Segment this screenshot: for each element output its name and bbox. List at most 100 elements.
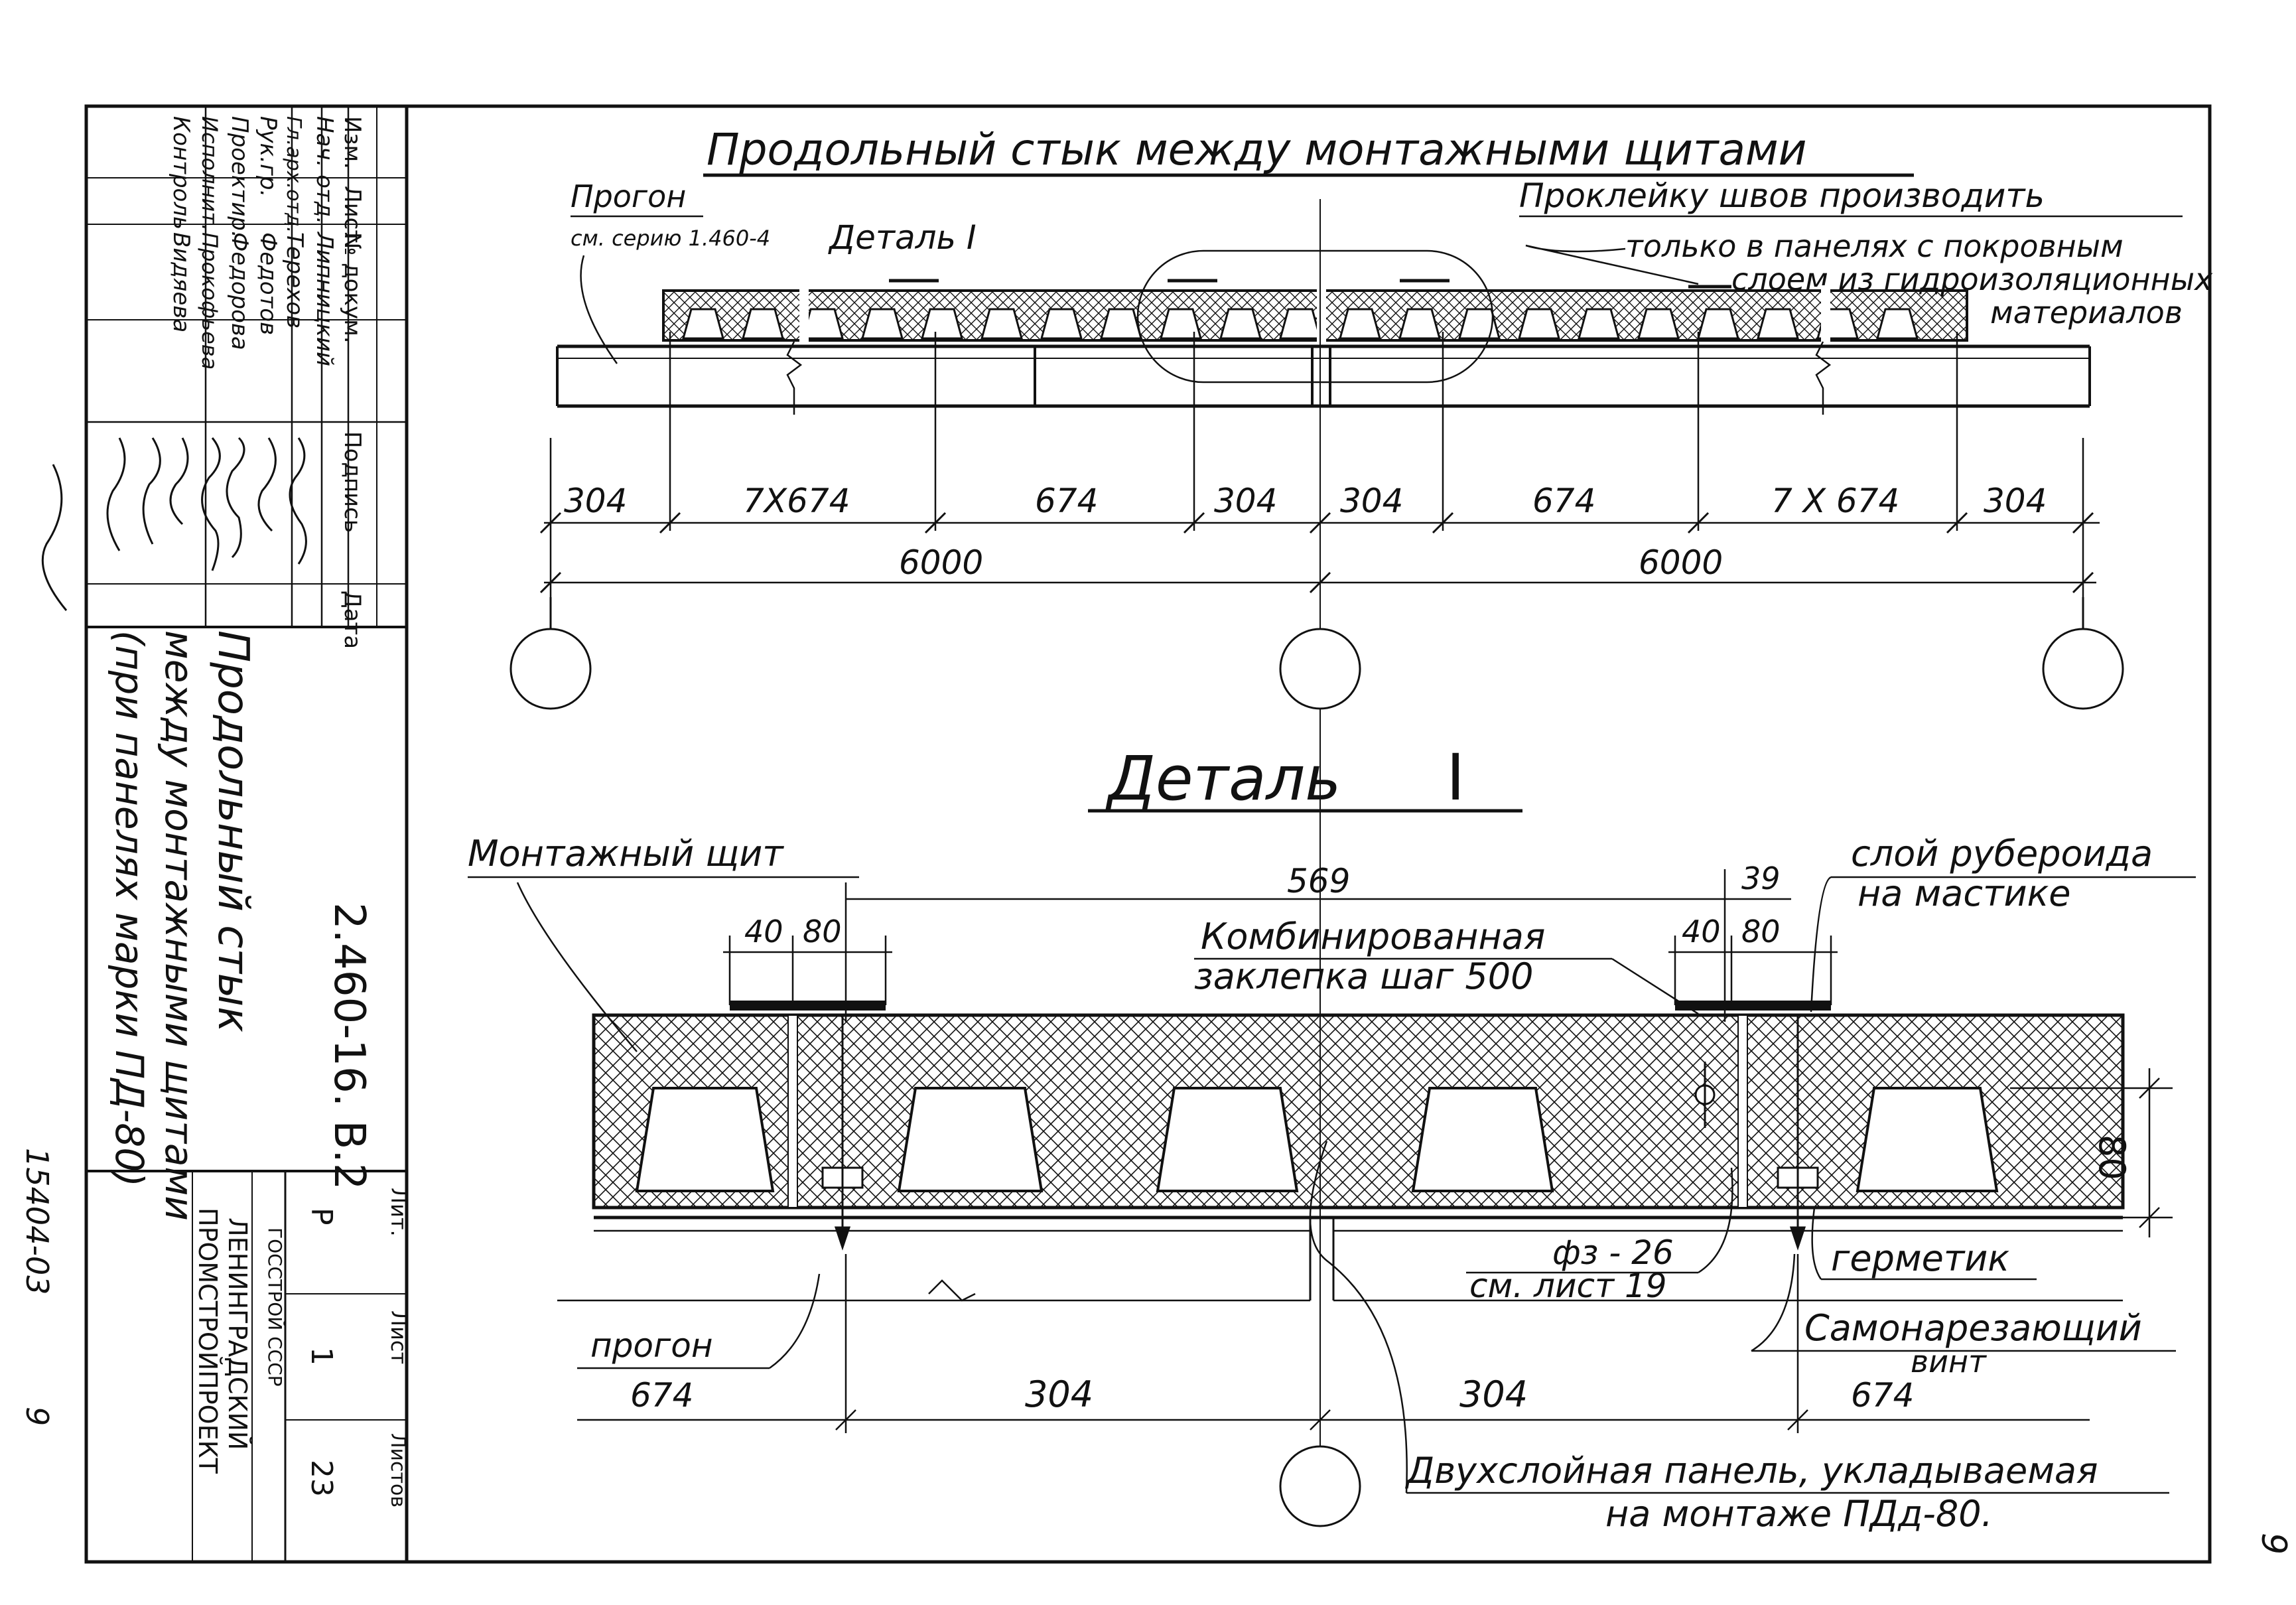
top-view: Продольный стык между монтажными щитами … [509, 124, 2213, 1486]
org-2: ЛЕНИНГРАДСКИЙ [223, 1218, 252, 1450]
top-purlin [556, 341, 2091, 415]
purlin-ref: см. серию 1.460-4 [571, 226, 770, 251]
dim-80-right: 80 [1741, 914, 1781, 949]
corrugation [1876, 308, 1919, 340]
corrugation [1040, 308, 1083, 340]
name-3: Федорова [226, 232, 253, 350]
dim-39: 39 [1741, 861, 1781, 896]
top-dim-2: 674 [1035, 482, 1098, 520]
dim-569: 569 [1287, 862, 1350, 900]
corrugation [1398, 308, 1441, 340]
sheet-title-2: между монтажными щитами [157, 630, 202, 1221]
top-title: Продольный стык между монтажными щитами [707, 124, 1807, 175]
rivet-2: заклепка шаг 500 [1194, 955, 1533, 997]
dim-80-left: 80 [803, 914, 842, 949]
role-4: Исполнит. [197, 116, 222, 231]
name-0: Липницкий [311, 231, 338, 366]
purlin-label: Прогон [571, 178, 686, 214]
rivet-1: Комбинированная [1201, 916, 1545, 957]
sheets-value: 23 [304, 1460, 338, 1497]
top-dim-3: 304 [1214, 482, 1277, 520]
role-0: Нач. отд. [311, 116, 338, 224]
role-1: Гл.арх.отд. [282, 116, 305, 233]
col-date: Дата [339, 591, 366, 649]
name-5: Видяева [168, 232, 194, 332]
role-2: Рук.гр. [255, 116, 281, 197]
dim-40-left: 40 [744, 914, 783, 949]
title-block: Изм. Лист № докум. Подпись Дата Нач. отд… [41, 116, 411, 1507]
purlin-label-detail: прогон [590, 1326, 713, 1365]
corrugation [1697, 308, 1739, 340]
sealant: герметик [1831, 1237, 2009, 1279]
org-1: ГОССТРОЙ СССР [264, 1227, 287, 1387]
fz-1: фз - 26 [1552, 1233, 1674, 1272]
sheet-value: 1 [304, 1347, 338, 1365]
bottom-dim-304-l: 304 [1025, 1373, 1093, 1415]
name-1: Терехов [281, 232, 308, 328]
page-number-small: 9 [19, 1407, 55, 1426]
grid-axis-markers [509, 597, 2124, 710]
top-dim-4: 304 [1340, 482, 1403, 520]
panel-void [635, 1087, 775, 1192]
axis-circle-center [1279, 628, 1361, 710]
corrugation [742, 308, 784, 340]
sheet-frame [84, 104, 2212, 1564]
lit-label: Лит. [386, 1188, 411, 1237]
top-dim-1: 7X674 [743, 482, 850, 520]
panel-voids [635, 1087, 1999, 1192]
corrugation [682, 308, 724, 340]
top-dimensions [539, 199, 2100, 1486]
corrugation [1757, 308, 1799, 340]
col-izm: Изм. [339, 116, 366, 169]
panel-void [897, 1087, 1044, 1192]
note-line2: только в панелях с покровным [1625, 228, 2124, 264]
corrugation [980, 308, 1023, 340]
org-3: ПРОМСТРОЙПРОЕКТ [193, 1208, 222, 1474]
corrugation [1637, 308, 1680, 340]
detail-numeral: I [1446, 740, 1465, 815]
top-dim-5: 674 [1532, 482, 1595, 520]
panel-void [1411, 1087, 1554, 1192]
corrugation [1339, 308, 1381, 340]
top-dim-6: 7 X 674 [1771, 482, 1899, 520]
screw-1: Самонарезающий [1804, 1307, 2142, 1349]
top-span-1: 6000 [1639, 543, 1723, 582]
corrugation [1279, 308, 1321, 340]
ruberoid-2: на мастике [1857, 872, 2070, 914]
top-span-0: 6000 [899, 543, 983, 582]
detail-title: Деталь [1105, 743, 1341, 814]
page-number-corner: 9 [2254, 1533, 2293, 1555]
detail-section: Деталь I Монтажный щит 569 39 слой рубер… [468, 740, 2196, 1535]
dim-40-right: 40 [1682, 914, 1721, 949]
detail-callout-oval [1136, 249, 1494, 384]
height-80: 80 [2091, 1135, 2133, 1180]
drawing-code: 2.460-16. В.2 [324, 902, 373, 1190]
col-doc: № докум. [339, 232, 366, 344]
bottom-dim-674-r: 674 [1851, 1376, 1914, 1415]
detail-ref: Деталь I [828, 218, 977, 257]
fz-2: см. лист 19 [1469, 1267, 1667, 1305]
panel-void [1856, 1087, 1999, 1192]
axis-circle-right [2042, 628, 2124, 710]
corrugation [1219, 308, 1262, 340]
sheet-title-1: Продольный стык [208, 630, 257, 1032]
corrugation [1100, 308, 1142, 340]
bottom-dim-674-l: 674 [630, 1376, 693, 1415]
corrugation [861, 308, 904, 340]
lit-value: Р [304, 1208, 338, 1225]
screw-2: винт [1911, 1344, 1987, 1379]
panel-2: на монтаже ПДд-80. [1605, 1493, 1993, 1535]
bottom-dim-304-r: 304 [1459, 1373, 1528, 1415]
inventory-number: 15404-03 [19, 1148, 55, 1294]
corrugation [1518, 308, 1560, 340]
corrugation [1458, 308, 1501, 340]
name-2: Федотов [255, 232, 281, 335]
axis-circle-detail [1279, 1445, 1361, 1527]
role-3: Проектир. [226, 116, 253, 238]
ruberoid-1: слой рубероида [1851, 833, 2153, 874]
shield-label: Монтажный щит [468, 833, 784, 874]
sheets-label: Листов [386, 1433, 409, 1507]
axis-circle-left [509, 628, 592, 710]
name-4: Прокофьева [197, 232, 222, 370]
